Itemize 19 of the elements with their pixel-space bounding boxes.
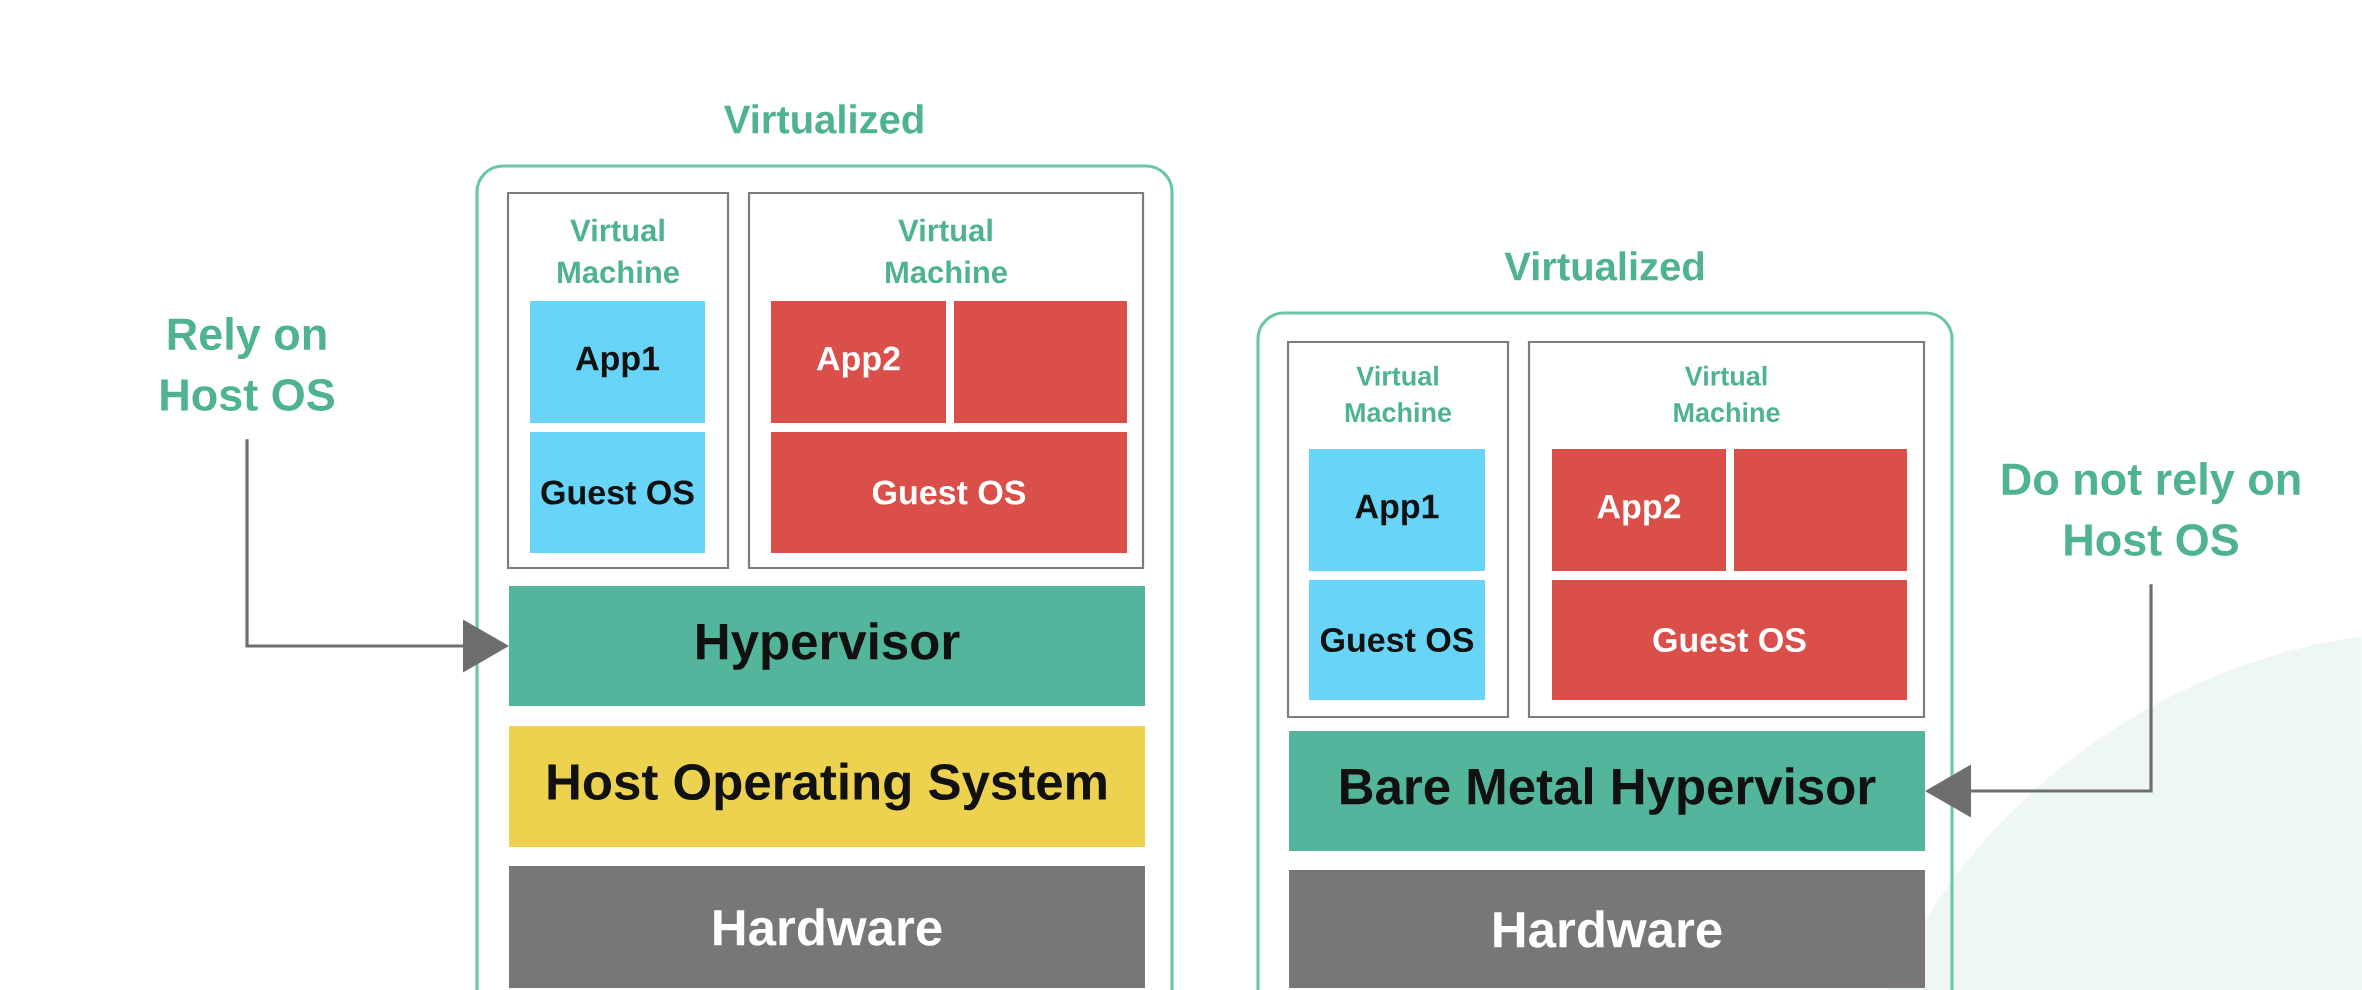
app-block — [1734, 449, 1907, 571]
os-block: Guest OS — [771, 432, 1127, 553]
annotation-text: Do not rely on Host OS — [2002, 462, 2300, 556]
panel-title: Virtualized — [724, 104, 923, 134]
os-block: Guest OS — [530, 432, 705, 553]
annotation-text: Rely on Host OS — [161, 317, 334, 411]
panel-title: Virtualized — [1504, 251, 1704, 281]
app-block: App1 — [1309, 449, 1485, 571]
layer-bar: Bare Metal Hypervisor — [1289, 731, 1925, 851]
layer-bar: Hardware — [509, 866, 1145, 988]
app-block: App2 — [1552, 449, 1726, 571]
app-block — [954, 301, 1127, 423]
app-block: App1 — [530, 301, 705, 423]
app-block: App2 — [771, 301, 946, 423]
layer-bar: Host Operating System — [509, 726, 1145, 847]
layer-bar: Hypervisor — [509, 586, 1145, 706]
os-block: Guest OS — [1552, 580, 1907, 700]
layer-bar: Hardware — [1289, 870, 1925, 988]
os-block: Guest OS — [1309, 580, 1485, 700]
